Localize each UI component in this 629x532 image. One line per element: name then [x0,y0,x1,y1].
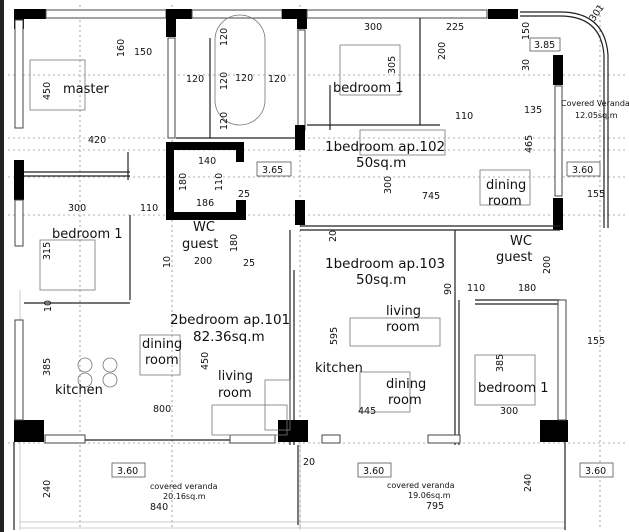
dimension: 110 [455,111,473,122]
dimension: 110 [467,283,485,294]
dimension: 155 [587,336,605,347]
dimension: 300 [500,406,518,417]
room-living-103: living [386,304,421,319]
dimension: 180 [229,234,240,252]
dimension: 120 [219,112,230,130]
room-dining-103-room: room [388,393,422,408]
dimension: 90 [443,283,454,295]
dimension: 186 [196,198,214,209]
veranda-102-label: Covered Veranda [561,99,629,108]
dimension: 385 [42,358,53,376]
veranda-103-area: 19.06sq.m [408,491,451,500]
apartment-103-name: 1bedroom ap.103 [325,256,445,272]
level-tag: 3.65 [262,165,283,176]
veranda-103-width: 795 [426,501,444,512]
apartment-labels: 2bedroom ap.101 82.36sq.m 1bedroom ap.10… [170,139,445,345]
veranda-102-area: 12.05sq.m [575,111,618,120]
room-guest-101: guest [182,237,218,252]
room-dining-102: dining [486,178,526,193]
dimension: 450 [200,352,211,370]
dimension: 200 [542,256,553,274]
room-living-101-room: room [218,386,252,401]
room-wc-103: WC [510,234,532,249]
veranda-101-area: 20.16sq.m [163,492,206,501]
room-kitchen-103: kitchen [315,361,363,376]
dimension: 25 [238,189,250,200]
level-tag: 3.60 [572,165,593,176]
dimension: 450 [42,82,53,100]
furniture [29,14,536,436]
apartment-102-name: 1bedroom ap.102 [325,139,445,155]
room-dining-101: dining [142,337,182,352]
dimension: 465 [524,135,535,153]
level-tags: 3.65 3.85 3.60 3.60 3.60 3.60 [111,37,614,478]
dimension: 140 [198,156,216,167]
dimension: 20 [303,457,315,468]
level-tag: 3.60 [585,466,606,477]
room-dining-102-room: room [488,194,522,209]
dimension: 20 [328,230,339,242]
level-tag: 3.85 [534,40,555,51]
room-wc-101: WC [193,220,215,235]
dimension: 25 [243,258,255,269]
dimension: 300 [364,22,382,33]
room-kitchen-101: kitchen [55,383,103,398]
dimension: 240 [523,474,534,492]
dimension: 445 [358,406,376,417]
dimension: 385 [495,354,506,372]
dimension: 120 [186,74,204,85]
dimension: 200 [437,42,448,60]
dimension: 300 [68,203,86,214]
room-master: master [63,82,109,97]
dimension: 180 [518,283,536,294]
dimension: 420 [88,135,106,146]
dimension: 315 [42,242,53,260]
room-guest-103: guest [496,250,532,265]
dimension: 150 [521,22,532,40]
dimension: 305 [387,56,398,74]
dimension: 10 [162,256,173,268]
dimension: 200 [194,256,212,267]
room-bedroom-102: bedroom 1 [333,81,404,96]
dimension: 155 [587,189,605,200]
dimension: 120 [219,28,230,46]
walls [13,9,609,530]
room-bedroom-101: bedroom 1 [52,227,123,242]
apartment-102-area: 50sq.m [356,155,406,171]
dimension: 135 [524,105,542,116]
dimension: 120 [219,72,230,90]
veranda-labels: covered veranda 20.16sq.m 840 covered ve… [150,99,629,513]
dimension: 300 [383,176,394,194]
apartment-101-area: 82.36sq.m [193,329,265,345]
veranda-101-label: covered veranda [150,482,218,491]
dimension: 745 [422,191,440,202]
room-labels: master bedroom 1 WC guest dining room li… [52,81,549,408]
level-tag: 3.60 [117,466,138,477]
dimension: 225 [446,22,464,33]
veranda-103-label: covered veranda [387,481,455,490]
room-dining-101-room: room [145,353,179,368]
dimension: 800 [153,404,171,415]
dimension: 10 [43,300,54,312]
dimension: 110 [214,173,225,191]
dimension: 150 [134,47,152,58]
dimension: 180 [178,173,189,191]
dimension: 160 [116,39,127,57]
level-tag: 3.60 [363,466,384,477]
dimension: 120 [235,73,253,84]
dimension: 30 [521,59,532,71]
dimension: 595 [329,327,340,345]
apartment-101-name: 2bedroom ap.101 [170,312,290,328]
room-bedroom-103: bedroom 1 [478,381,549,396]
apartment-103-area: 50sq.m [356,272,406,288]
dimension: 120 [268,74,286,85]
veranda-101-width: 840 [150,502,168,513]
dimension: 110 [140,203,158,214]
room-dining-103: dining [386,377,426,392]
room-living-101: living [218,369,253,384]
dimension: 240 [42,480,53,498]
room-living-103-room: room [386,320,420,335]
